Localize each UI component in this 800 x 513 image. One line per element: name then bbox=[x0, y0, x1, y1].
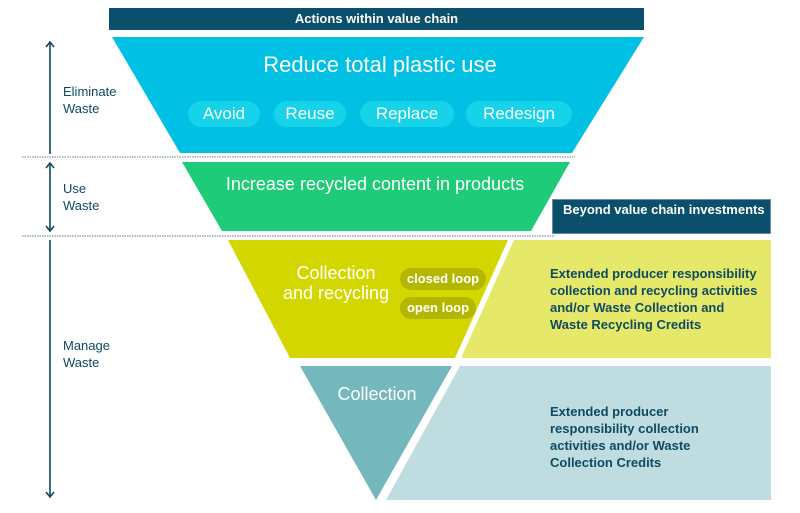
collection-recycling-title: Collection and recycling bbox=[282, 263, 390, 303]
recycled-title: Increase recycled content in products bbox=[225, 174, 525, 194]
manage-waste-arrow bbox=[45, 240, 55, 499]
eliminate-waste-arrow bbox=[45, 40, 55, 154]
use-waste-arrow bbox=[45, 161, 55, 233]
collection-description-shape bbox=[386, 366, 771, 500]
collection-title: Collection bbox=[337, 384, 417, 404]
tier-collection-shape bbox=[300, 366, 452, 500]
pill-replace: Replace bbox=[360, 101, 454, 127]
beyond-value-chain-header: Beyond value chain investments bbox=[552, 199, 771, 234]
collection-recycling-description-shape bbox=[461, 240, 771, 358]
manage-waste-label: Manage Waste bbox=[63, 338, 110, 370]
actions-within-value-chain-header: Actions within value chain bbox=[109, 8, 644, 30]
pill-redesign: Redesign bbox=[466, 101, 572, 127]
collection-recycling-description: Extended producer responsibility collect… bbox=[550, 266, 758, 332]
pill-reuse: Reuse bbox=[274, 101, 346, 127]
tier-recycled-shape bbox=[182, 162, 570, 231]
pill-closed-loop: closed loop bbox=[400, 268, 486, 290]
collection-description: Extended producer responsibility collect… bbox=[550, 404, 699, 470]
eliminate-waste-label: Eliminate Waste bbox=[63, 84, 117, 116]
pill-open-loop: open loop bbox=[400, 297, 476, 319]
pill-avoid: Avoid bbox=[188, 101, 260, 127]
use-waste-label: Use Waste bbox=[63, 181, 100, 213]
reduce-title: Reduce total plastic use bbox=[263, 52, 497, 77]
